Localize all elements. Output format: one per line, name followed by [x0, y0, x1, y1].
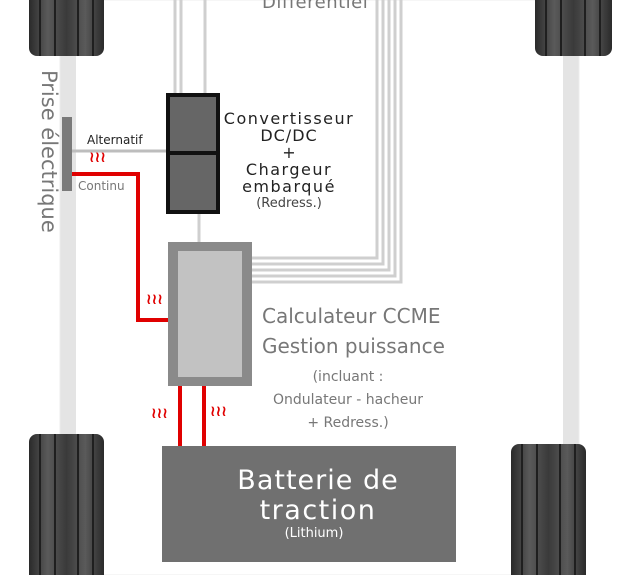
battery-line-1: Batterie de — [237, 465, 399, 496]
battery-line-2: traction — [259, 495, 377, 526]
differential-cables — [173, 0, 403, 284]
continu-label: Continu — [78, 179, 125, 193]
calculator-box — [168, 242, 252, 386]
heat-icon: ≀≀≀ — [89, 148, 106, 166]
alternatif-label: Alternatif — [87, 133, 143, 147]
wheel-rear-right — [511, 444, 586, 575]
electrical-socket-label: Prise électrique — [37, 70, 61, 233]
converter-line-3: + — [282, 143, 296, 162]
battery-text: Batterie de traction (Lithium) — [162, 466, 474, 542]
wheel-rear-left — [29, 434, 104, 575]
differential-label: Différentiel — [262, 0, 369, 13]
calculator-details: (incluant : Ondulateur - hacheur + Redre… — [262, 366, 434, 435]
converter-line-5: embarqué — [242, 177, 336, 196]
calculator-detail-3: + Redress.) — [307, 415, 389, 431]
dc-power-lines — [72, 172, 206, 446]
wheel-front-right — [535, 0, 612, 56]
heat-icon: ≀≀≀ — [210, 402, 227, 420]
calculator-detail-2: Ondulateur - hacheur — [272, 392, 424, 408]
converter-line-2: DC/DC — [260, 126, 318, 145]
converter-line-4: Chargeur — [245, 160, 333, 179]
heat-icon: ≀≀≀ — [151, 404, 168, 422]
converter-text: Convertisseur DC/DC + Chargeur embarqué … — [214, 110, 364, 212]
calculator-detail-1: (incluant : — [312, 369, 384, 385]
calculator-subtitle: Gestion puissance — [262, 334, 445, 358]
electrical-socket — [62, 117, 72, 191]
wheel-front-left — [29, 0, 104, 56]
battery-line-3: (Lithium) — [284, 526, 344, 541]
heat-icon: ≀≀≀ — [146, 290, 163, 308]
traction-battery — [162, 446, 456, 562]
converter-line-1: Convertisseur — [223, 109, 355, 128]
converter-box — [166, 93, 220, 214]
converter-line-6: (Redress.) — [256, 196, 322, 211]
calculator-title: Calculateur CCME — [262, 304, 441, 328]
